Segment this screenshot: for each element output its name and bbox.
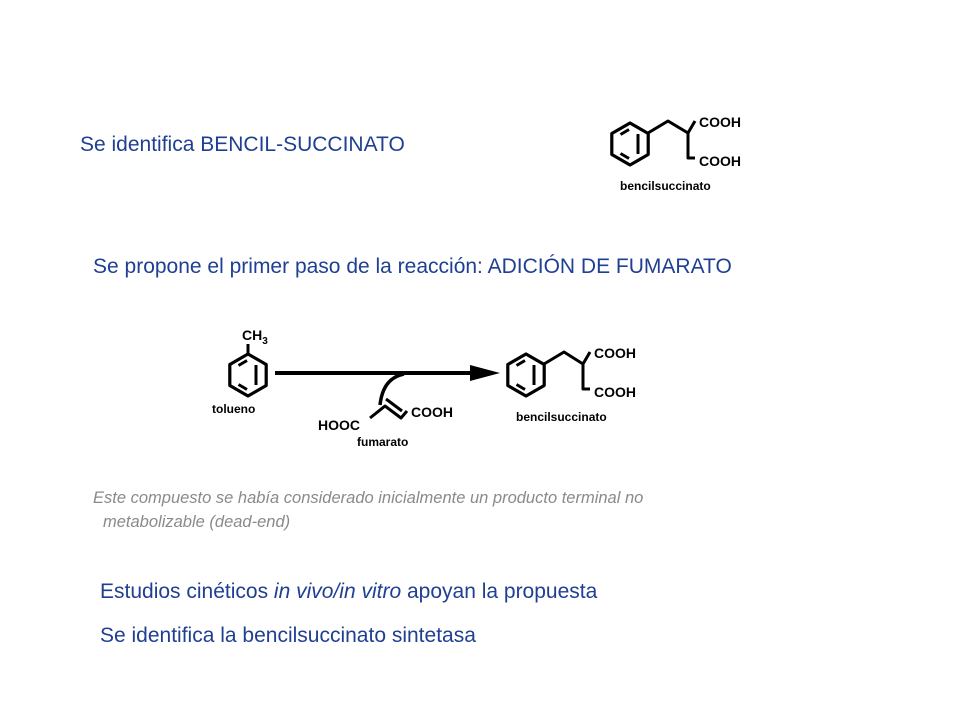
- fumarate-structure: HOOC COOH fumarato: [318, 397, 453, 449]
- product-compound-name: bencilsuccinato: [516, 410, 607, 424]
- heading-bencil-succinato: Se identifica BENCIL-SUCCINATO: [80, 133, 405, 156]
- toluene-name: tolueno: [212, 402, 255, 416]
- reaction-arrow: [275, 365, 500, 406]
- heading-adicion-fumarato: Se propone el primer paso de la reacción…: [93, 255, 732, 278]
- product-benzene-ring: [506, 352, 546, 398]
- kinetic-text-italic: in vivo/in vitro: [273, 580, 402, 603]
- fumarate-hooc-label: HOOC: [318, 417, 360, 433]
- kinetic-text-post: apoyan la propuesta: [401, 580, 598, 603]
- toluene-structure: CH3 tolueno: [212, 327, 268, 416]
- top-cooh-upper: COOH: [699, 114, 741, 130]
- note-line-1: Este compuesto se había considerado inic…: [93, 489, 644, 507]
- product-bencilsuccinato-structure: COOH COOH bencilsuccinato: [506, 345, 636, 424]
- top-lower-chain: [686, 133, 695, 160]
- top-upper-chain: [647, 119, 697, 135]
- fumarate-double-bond: [385, 397, 403, 413]
- top-benzene-ring: [610, 121, 650, 167]
- product-cooh-upper: COOH: [594, 345, 636, 361]
- synthetase-line: Se identifica la bencilsuccinato sinteta…: [100, 624, 476, 647]
- top-cooh-lower: COOH: [699, 153, 741, 169]
- product-upper-chain: [543, 350, 592, 366]
- dead-end-note: Este compuesto se había considerado inic…: [93, 486, 853, 534]
- kinetic-studies-line: Estudios cinéticos in vivo/in vitro apoy…: [100, 580, 597, 604]
- arrow-head: [470, 365, 500, 381]
- toluene-benzene-ring: [228, 352, 268, 398]
- kinetic-text-pre: Estudios cinéticos: [100, 580, 274, 603]
- fumarate-cooh-label: COOH: [411, 404, 453, 420]
- arrow-curve: [378, 372, 405, 406]
- product-lower-chain: [581, 364, 590, 391]
- note-line-2: metabolizable (dead-end): [103, 513, 291, 531]
- fumarate-bonds: [369, 404, 409, 420]
- top-compound-name: bencilsuccinato: [620, 179, 711, 193]
- top-bencilsuccinato-structure: COOH COOH bencilsuccinato: [610, 114, 741, 193]
- product-cooh-lower: COOH: [594, 384, 636, 400]
- fumarate-name: fumarato: [357, 435, 408, 449]
- toluene-methyl-label: CH3: [242, 327, 268, 347]
